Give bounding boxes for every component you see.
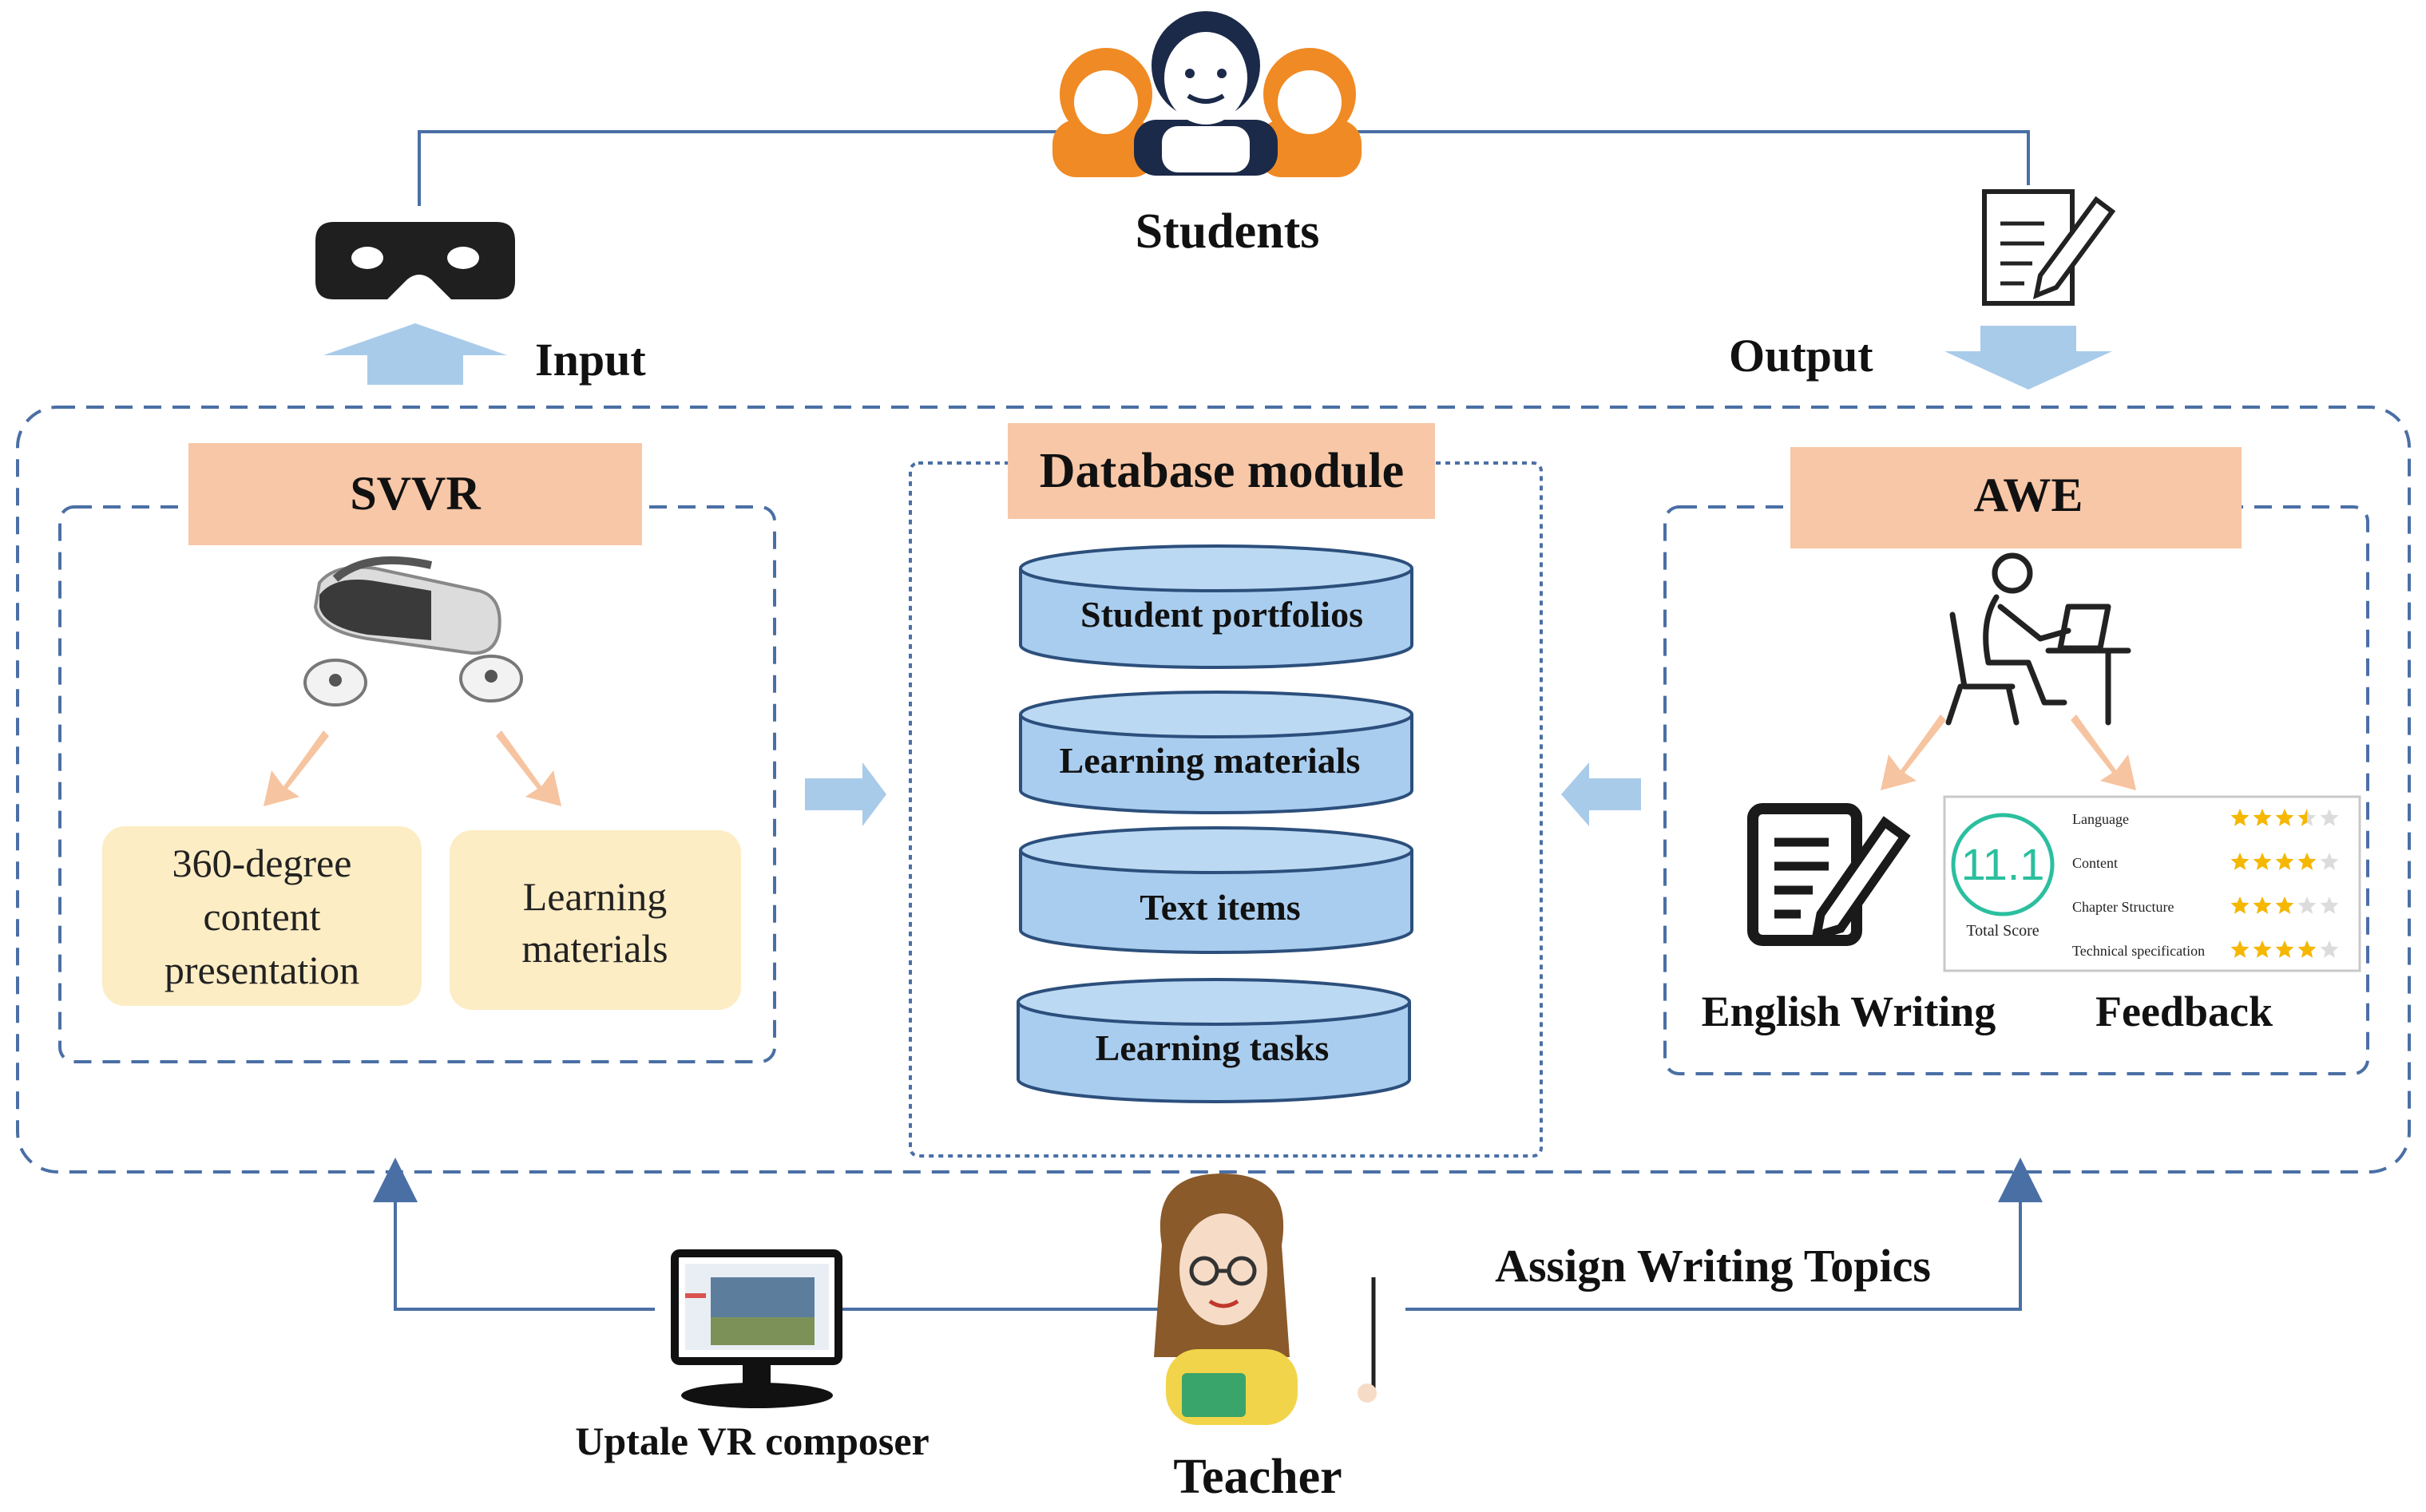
svvr-left-arrow (264, 730, 329, 806)
input-arrow (323, 323, 507, 385)
teacher-icon (1154, 1174, 1377, 1425)
svvr-box-360-line3: presentation (165, 948, 359, 992)
star-filled-icon (2275, 809, 2294, 826)
star-filled-icon (2297, 853, 2317, 870)
svvr-to-database-arrow (805, 762, 886, 826)
svvr-box-360-line2: content (203, 894, 320, 939)
star-filled-icon (2230, 809, 2250, 826)
svvr-panel (58, 505, 776, 1063)
english-writing-label: English Writing (1702, 988, 1996, 1035)
awe-header (1790, 447, 2242, 548)
connector-teacher-to-awe (1405, 1158, 2043, 1311)
database-cylinder-2 (1019, 691, 1413, 814)
teacher-label: Teacher (1173, 1450, 1342, 1504)
awe-right-arrow (2071, 714, 2136, 790)
connector-students-to-writing (1358, 130, 2030, 185)
criterion-label: Language (2072, 811, 2129, 827)
awe-to-database-arrow (1561, 762, 1641, 826)
feedback-score: 11.1 (1961, 839, 2045, 889)
criterion-label: Technical specification (2072, 943, 2205, 959)
star-filled-icon (2230, 897, 2250, 914)
english-writing-icon (1747, 803, 1911, 946)
star-filled-icon (2253, 897, 2272, 914)
vr-composer-monitor-icon (671, 1249, 842, 1408)
svvr-box-360 (102, 826, 422, 1006)
students-icon (1052, 11, 1362, 177)
star-filled-icon (2230, 853, 2250, 870)
svvr-right-arrow (496, 730, 561, 806)
students-label: Students (1136, 204, 1320, 259)
vr-headset-icon (315, 222, 515, 299)
awe-title: AWE (1974, 469, 2083, 521)
database-item-3: Text items (1140, 887, 1300, 928)
star-filled-icon (2253, 853, 2272, 870)
criterion-label: Chapter Structure (2072, 899, 2174, 915)
svvr-title: SVVR (350, 467, 481, 520)
database-title: Database module (1040, 444, 1404, 498)
feedback-label: Feedback (2095, 988, 2273, 1035)
writing-document-icon (1982, 189, 2116, 306)
feedback-score-caption: Total Score (1966, 922, 2039, 940)
awe-left-arrow (1881, 714, 1946, 790)
star-filled-icon (2230, 940, 2250, 958)
star-filled-icon (2253, 940, 2272, 958)
database-item-2: Learning materials (1060, 740, 1361, 781)
database-cylinder-4 (1017, 978, 1411, 1103)
star-filled-icon (2297, 940, 2317, 958)
person-at-laptop-icon (1945, 552, 2131, 726)
star-filled-icon (2297, 809, 2307, 826)
star-filled-icon (2275, 897, 2294, 914)
svvr-box-360-line1: 360-degree (172, 841, 352, 885)
svvr-box-materials-line1: Learning (523, 874, 667, 919)
feedback-card: 11.1 Total Score LanguageContentChapter … (1943, 795, 2361, 972)
database-item-4: Learning tasks (1096, 1027, 1330, 1068)
svvr-header (188, 443, 642, 545)
score-ring (1951, 813, 2055, 916)
database-cylinder-3 (1019, 826, 1413, 954)
awe-panel (1663, 505, 2369, 1075)
output-arrow (1944, 326, 2112, 390)
star-filled-icon (2275, 853, 2294, 870)
connector-students-to-vr (418, 130, 1062, 206)
composer-label: Uptale VR composer (575, 1419, 929, 1463)
star-empty-icon (2320, 940, 2339, 958)
svvr-box-materials (450, 830, 741, 1010)
database-cylinder-1 (1019, 544, 1413, 669)
star-empty-icon (2320, 809, 2339, 826)
star-filled-icon (2275, 940, 2294, 958)
star-empty-icon (2320, 853, 2339, 870)
outer-system-boundary (16, 406, 2411, 1174)
star-filled-icon (2253, 809, 2272, 826)
criterion-label: Content (2072, 855, 2118, 871)
input-label: Input (535, 334, 646, 386)
database-header (1008, 423, 1435, 519)
assign-topics-label: Assign Writing Topics (1495, 1240, 1931, 1292)
star-empty-icon (2320, 897, 2339, 914)
database-item-1: Student portfolios (1080, 594, 1363, 635)
connector-composer-to-svvr (373, 1158, 655, 1311)
svvr-box-materials-line2: materials (521, 926, 668, 971)
star-empty-icon (2297, 897, 2317, 914)
vr-device-icon (303, 556, 523, 707)
output-label: Output (1729, 330, 1873, 382)
